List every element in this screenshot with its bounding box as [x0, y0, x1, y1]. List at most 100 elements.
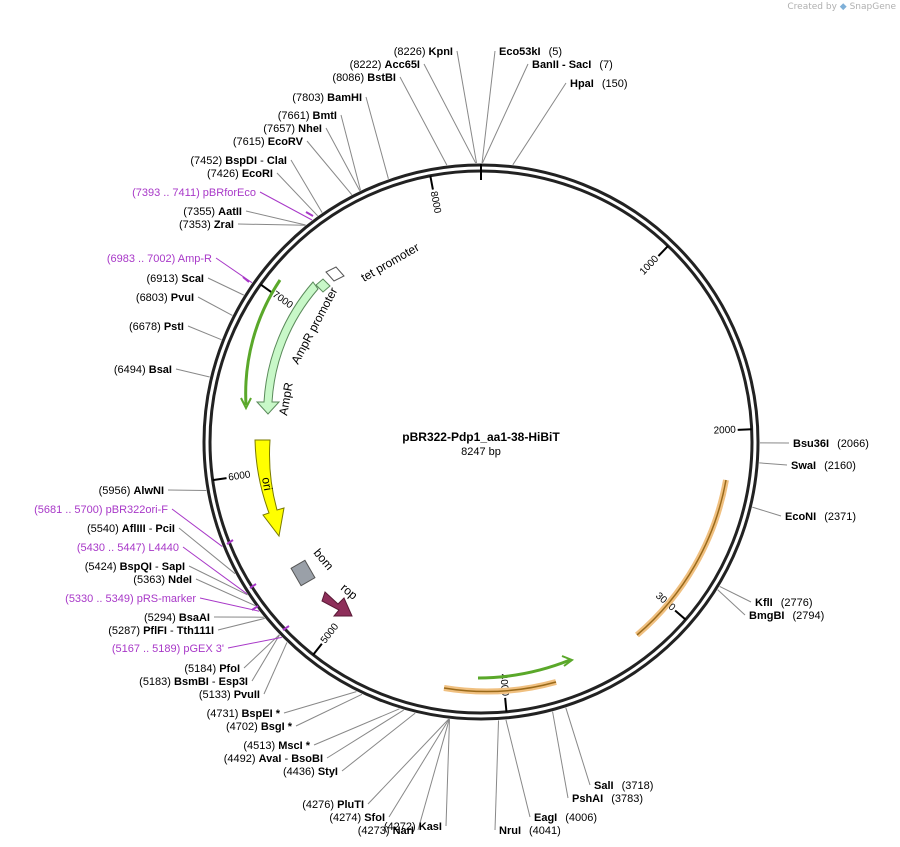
primer-label: (6983 .. 7002) Amp-R — [107, 253, 212, 265]
site-label-left: (5294) BsaAI — [144, 612, 210, 624]
ori-feature-arrow — [254, 439, 285, 538]
leader-line — [365, 96, 389, 179]
tick-mark — [737, 428, 752, 431]
primer-mark-prs — [251, 605, 259, 611]
primer-mark-l4440 — [249, 583, 257, 589]
primer-leader-line — [259, 191, 313, 221]
site-label-left: (7615) EcoRV — [233, 136, 304, 148]
plasmid-length: 8247 bp — [461, 446, 501, 458]
leader-line — [243, 634, 280, 669]
site-label-right: PshAI(3783) — [572, 793, 643, 805]
leader-line — [423, 63, 477, 164]
leader-lines — [167, 50, 790, 831]
site-label-left: (6494) BsaI — [114, 364, 172, 376]
orange-feature-arc-bottom-line — [443, 681, 557, 693]
leader-line — [565, 707, 591, 786]
leader-line — [290, 159, 323, 213]
primer-leader-line — [171, 508, 223, 547]
leader-line — [482, 63, 529, 164]
site-label-left: (8226) KpnI — [394, 46, 453, 58]
site-label-left: (5184) PfoI — [184, 663, 240, 675]
primer-mark-ampr — [242, 276, 250, 283]
leader-line — [445, 719, 451, 827]
leader-line — [552, 711, 569, 799]
site-label-left: (5424) BspQI - SapI — [85, 561, 185, 573]
feature-label-ori: ori — [259, 476, 275, 492]
site-label-left: (5540) AflIII - PciI — [87, 523, 175, 535]
site-label-left: (4492) AvaI - BsoBI — [224, 753, 323, 765]
primer-label: (5681 .. 5700) pBR322ori-F — [34, 504, 168, 516]
site-label-left: (4273) NarI — [358, 825, 414, 837]
leader-line — [237, 223, 306, 226]
site-label-left: (5287) PflFI - Tth111I — [108, 625, 214, 637]
feature-label-ampr-promoter: AmpR promoter — [288, 285, 340, 366]
tet-promoter-feature — [325, 266, 345, 282]
tick-mark — [259, 283, 273, 294]
primer-mark-pbr322ori — [226, 539, 234, 545]
feature-label-rop: rop — [338, 581, 361, 603]
primer-label: (5430 .. 5447) L4440 — [77, 542, 179, 554]
site-label-left: (4276) PluTI — [302, 799, 364, 811]
site-label-left: (6803) PvuI — [136, 292, 194, 304]
credit-prefix: Created by — [787, 2, 837, 12]
leader-line — [505, 719, 531, 818]
tick-mark — [504, 697, 508, 712]
snapgene-logo-icon: ◆ — [839, 2, 847, 12]
primer-leader-line — [182, 546, 248, 595]
site-label-left: (4731) BspEI * — [207, 708, 281, 720]
leader-line — [175, 368, 210, 378]
leader-line — [388, 718, 450, 818]
site-label-left: (7803) BamHI — [292, 92, 362, 104]
green-feature-arc-bottom — [477, 658, 571, 680]
leader-line — [494, 720, 500, 831]
leader-line — [197, 296, 233, 316]
leader-line — [717, 589, 746, 616]
site-label-right: Eco53kI(5) — [499, 46, 562, 58]
snapgene-credit: Created by ◆ SnapGene — [787, 2, 896, 12]
leader-line — [217, 617, 265, 631]
site-label-right: BanII - SacI(7) — [532, 59, 613, 71]
leader-line — [295, 693, 363, 727]
ampr-promoter-feature — [315, 278, 331, 293]
leader-line — [188, 565, 248, 596]
leader-line — [759, 462, 788, 466]
site-label-left: (5363) NdeI — [133, 574, 192, 586]
credit-brand: SnapGene — [849, 2, 896, 12]
primer-label: (5330 .. 5349) pRS-marker — [65, 593, 196, 605]
primer-mark-pgex — [282, 625, 290, 631]
leader-line — [263, 642, 288, 695]
site-label-right: NruI(4041) — [499, 825, 561, 837]
site-label-left: (6678) PstI — [129, 321, 184, 333]
primer-label: (5167 .. 5189) pGEX 3' — [112, 643, 224, 655]
site-label-left: (4702) BsgI * — [226, 721, 293, 733]
site-label-left: (7661) BmtI — [278, 110, 337, 122]
leader-line — [195, 578, 256, 607]
leader-line — [207, 277, 245, 296]
leader-line — [245, 210, 306, 226]
leader-line — [251, 634, 280, 682]
primer-leader-line — [199, 597, 260, 612]
leader-line — [719, 585, 752, 603]
primer-leader-line — [227, 636, 282, 649]
site-label-left: (7452) BspDI - ClaI — [190, 155, 287, 167]
bom-feature — [290, 559, 316, 587]
site-label-left: (7426) EcoRI — [207, 168, 273, 180]
tick-mark — [212, 477, 227, 482]
tick-label: 1000 — [638, 253, 662, 277]
ampr-feature-arrow — [255, 281, 319, 415]
leader-line — [187, 325, 222, 341]
leader-line — [481, 50, 496, 164]
site-label-left: (7355) AatII — [183, 206, 242, 218]
leader-line — [283, 691, 357, 714]
leader-line — [456, 50, 478, 164]
site-label-right: EagI(4006) — [534, 812, 597, 824]
site-label-left: (5133) PvuII — [199, 689, 260, 701]
site-label-left: (5956) AlwNI — [99, 485, 164, 497]
tick-mark — [312, 643, 323, 656]
site-label-right: Bsu36I(2066) — [793, 438, 869, 450]
site-label-left: (4272) KasI — [384, 821, 442, 833]
site-label-right: EcoNI(2371) — [785, 511, 856, 523]
primer-label: (7393 .. 7411) pBRforEco — [132, 187, 256, 199]
site-label-left: (7353) ZraI — [179, 219, 234, 231]
site-label-left: (5183) BsmBI - Esp3I — [139, 676, 248, 688]
